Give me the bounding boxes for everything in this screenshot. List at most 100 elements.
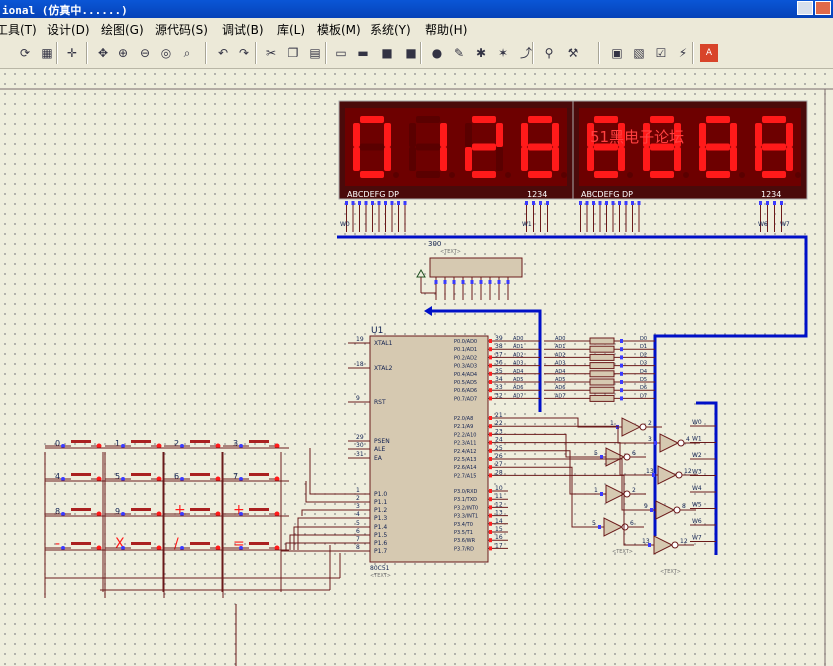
menu-item-5[interactable]: 库(L) (277, 23, 306, 37)
toolbar-separator (255, 42, 257, 64)
menu-item-6[interactable]: 模板(M) (317, 23, 361, 37)
d-label: D4 (640, 369, 647, 375)
segment-b (618, 123, 625, 147)
menu-item-2[interactable]: 绘图(G) (101, 23, 144, 37)
mcu-pin-num: 23 (495, 428, 503, 435)
segment-e (643, 147, 650, 171)
redo-icon[interactable]: ↷ (238, 46, 250, 60)
pin-state-marker (489, 371, 492, 376)
key-cap (190, 542, 210, 545)
pin-marker (479, 280, 483, 284)
pick-device-icon[interactable]: ● (431, 46, 443, 60)
bom-icon[interactable]: ▧ (633, 46, 645, 60)
cut-icon[interactable]: ✂ (265, 46, 277, 60)
mcu-pin-name: P0.0/AD0 (454, 339, 477, 345)
mcu-pin-num: 38 (495, 343, 503, 350)
zoom-in-icon[interactable]: ⊕ (117, 46, 129, 60)
property-tool-icon[interactable]: ⚒ (567, 46, 579, 60)
paste-icon[interactable]: ▤ (309, 46, 321, 60)
netlist-icon[interactable]: ▣ (611, 46, 623, 60)
restore-button[interactable] (797, 1, 813, 15)
key-terminal (96, 545, 102, 551)
zoom-area-icon[interactable]: ⌕ (183, 46, 191, 60)
copy-icon[interactable]: ❐ (287, 46, 299, 60)
ares-icon[interactable]: A (700, 44, 718, 62)
mcu-pin-num: 18 (356, 361, 364, 368)
make-device-icon[interactable]: ✎ (453, 46, 465, 60)
wire-autorouter-icon[interactable]: ⤴ (519, 46, 532, 60)
menu-item-1[interactable]: 设计(D) (47, 23, 90, 37)
block-rotate-icon[interactable]: ■ (381, 46, 393, 60)
pin-state-marker (489, 546, 492, 551)
pan-icon[interactable]: ✥ (97, 46, 109, 60)
pin-marker (592, 201, 595, 205)
mcu-pin-num: 4 (356, 511, 360, 518)
undo-icon[interactable]: ↶ (217, 46, 229, 60)
segment-g (528, 143, 552, 151)
pin-marker (364, 201, 368, 205)
resistor (589, 378, 615, 386)
block-delete-icon[interactable]: ■ (405, 46, 417, 60)
search-icon[interactable]: ⚲ (544, 46, 554, 60)
segment-a (706, 116, 730, 123)
mcu-pin-num: 31 (356, 451, 364, 458)
pin-state-marker (489, 339, 492, 343)
display-pin-label: W1 (522, 221, 532, 228)
mcu-pin-name: P1.3 (374, 515, 387, 522)
key-terminal (121, 477, 125, 481)
inverter-pin: 13 (646, 468, 654, 475)
segment-c (730, 147, 737, 171)
key-terminal (180, 444, 184, 448)
digit-right-2 (699, 116, 745, 178)
bus-label: AD1 (513, 344, 523, 350)
mcu-text: <TEXT> (370, 573, 391, 579)
mcu-pin-name: P2.4/A12 (454, 449, 476, 455)
display-pins-label: ABCDEFG DP (581, 190, 633, 199)
w-label: W7 (692, 535, 702, 542)
grid-icon[interactable]: ▦ (41, 46, 53, 60)
bus-label: AD1 (555, 344, 565, 350)
package-icon[interactable]: ✱ (475, 46, 487, 60)
menu-item-8[interactable]: 帮助(H) (425, 23, 468, 37)
decompose-icon[interactable]: ✶ (497, 46, 509, 60)
mcu-pin-name: P3.2/INT0 (454, 505, 478, 511)
key-terminal (215, 443, 221, 449)
mcu-pin-name: P0.1/AD1 (454, 347, 477, 353)
close-button[interactable] (815, 1, 831, 15)
menu-item-0[interactable]: 工具(T) (0, 23, 37, 37)
digit-left-3 (521, 116, 567, 178)
segment-dp (393, 172, 399, 178)
display-pin-label: W7 (780, 221, 790, 228)
mcu-pin-name: P1.1 (374, 499, 387, 506)
inverter-pin: 13 (642, 538, 650, 545)
mcu-pin-name: P0.7/AD7 (454, 396, 477, 402)
mcu-pin-name: EA (374, 455, 383, 462)
refresh-icon[interactable]: ⟳ (19, 46, 31, 60)
block-copy-icon[interactable]: ▭ (335, 46, 347, 60)
pin-marker (403, 201, 407, 205)
mcu-pin-num: 29 (356, 434, 364, 441)
menu-item-3[interactable]: 源代码(S) (155, 23, 208, 37)
text-placeholder: <TEXT> (660, 569, 681, 575)
segment-a (416, 116, 440, 123)
pin-marker (443, 280, 447, 284)
pin-state-marker (489, 473, 492, 478)
menu-item-4[interactable]: 调试(B) (222, 23, 264, 37)
menu-item-7[interactable]: 系统(Y) (370, 23, 411, 37)
key-terminal (215, 476, 221, 482)
zoom-all-icon[interactable]: ◎ (160, 46, 172, 60)
pin-marker (384, 201, 387, 205)
bus-label: AD5 (513, 377, 523, 383)
wire (301, 509, 348, 516)
origin-icon[interactable]: ✛ (66, 46, 78, 60)
segment-f (521, 123, 528, 147)
pin-state-marker (489, 440, 492, 445)
pin-marker (620, 339, 623, 343)
pin-marker (648, 543, 651, 547)
zoom-out-icon[interactable]: ⊖ (139, 46, 151, 60)
block-move-icon[interactable]: ▬ (357, 46, 369, 60)
netlist-ares-icon[interactable]: ⚡ (678, 46, 688, 60)
electrical-rules-icon[interactable]: ☑ (655, 46, 667, 60)
